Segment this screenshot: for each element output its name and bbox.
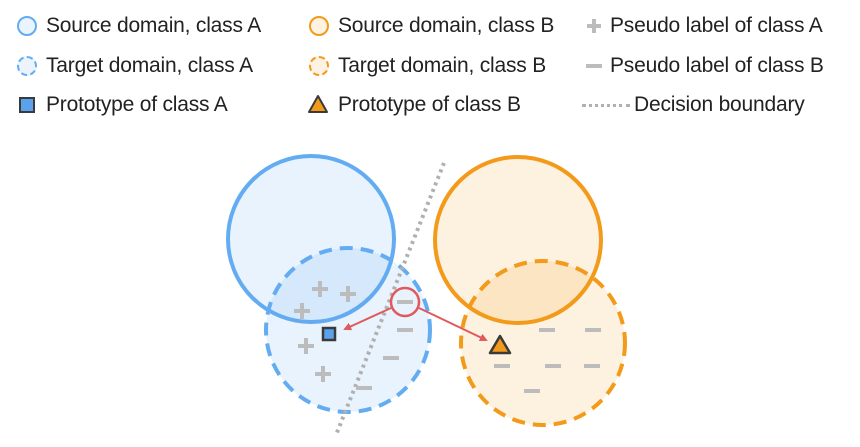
prototype-a-square (321, 326, 337, 342)
legend-label-boundary: Decision boundary (634, 93, 805, 116)
minus-icon (582, 53, 608, 79)
source-domain-class-a-circle (226, 154, 396, 324)
solid-circle-orange-icon (306, 13, 332, 39)
legend-item-source-a: Source domain, class A (14, 11, 261, 41)
pseudo-label-b-minus (356, 386, 372, 390)
dashed-circle-orange-icon (306, 53, 332, 79)
legend-label-target-a: Target domain, class A (46, 54, 253, 77)
legend-label-source-a: Source domain, class A (46, 14, 262, 37)
pseudo-label-b-minus (539, 328, 555, 332)
legend-item-source-b: Source domain, class B (306, 11, 554, 41)
legend-item-target-b: Target domain, class B (306, 51, 546, 81)
domain-adaptation-diagram (226, 154, 627, 436)
legend-item-proto-b: Prototype of class B (306, 90, 521, 120)
dashed-circle-blue-icon (14, 53, 40, 79)
source-domain-class-b-circle (433, 155, 603, 325)
pseudo-label-b-minus (383, 356, 399, 360)
pseudo-label-b-minus (585, 328, 601, 332)
pseudo-label-b-minus (545, 364, 561, 368)
legend-item-pseudo-a: Pseudo label of class A (582, 11, 823, 41)
legend-label-pseudo-a: Pseudo label of class A (610, 14, 823, 37)
ambiguous-sample-minus (397, 300, 413, 304)
prototype-b-triangle (488, 334, 512, 355)
arrow-to-prototype-a (343, 307, 392, 331)
legend-label-source-b: Source domain, class B (338, 14, 555, 37)
legend-item-pseudo-b: Pseudo label of class B (582, 51, 824, 81)
pseudo-label-b-minus (397, 328, 413, 332)
pseudo-label-a-plus (340, 286, 356, 302)
legend-label-proto-b: Prototype of class B (338, 93, 521, 116)
pseudo-label-a-plus (312, 281, 328, 297)
legend-item-boundary: Decision boundary (582, 90, 805, 120)
square-icon (14, 92, 40, 118)
pseudo-label-b-minus (524, 389, 540, 393)
target-domain-class-b-circle (459, 259, 627, 427)
dotted-line-icon (582, 92, 632, 118)
pseudo-label-b-minus (584, 364, 600, 368)
solid-circle-blue-icon (14, 13, 40, 39)
legend-label-target-b: Target domain, class B (338, 54, 547, 77)
plus-icon (582, 13, 608, 39)
legend: Source domain, class A Source domain, cl… (0, 0, 860, 130)
legend-label-pseudo-b: Pseudo label of class B (610, 54, 824, 77)
pseudo-label-a-plus (294, 303, 310, 319)
pseudo-label-a-plus (315, 366, 331, 382)
legend-item-proto-a: Prototype of class A (14, 90, 228, 120)
legend-label-proto-a: Prototype of class A (46, 93, 228, 116)
triangle-icon (306, 92, 332, 118)
pseudo-label-a-plus (298, 338, 314, 354)
pseudo-label-b-minus (494, 364, 510, 368)
legend-item-target-a: Target domain, class A (14, 51, 253, 81)
arrow-to-prototype-b (418, 307, 488, 342)
ambiguous-sample-highlight (389, 286, 421, 318)
